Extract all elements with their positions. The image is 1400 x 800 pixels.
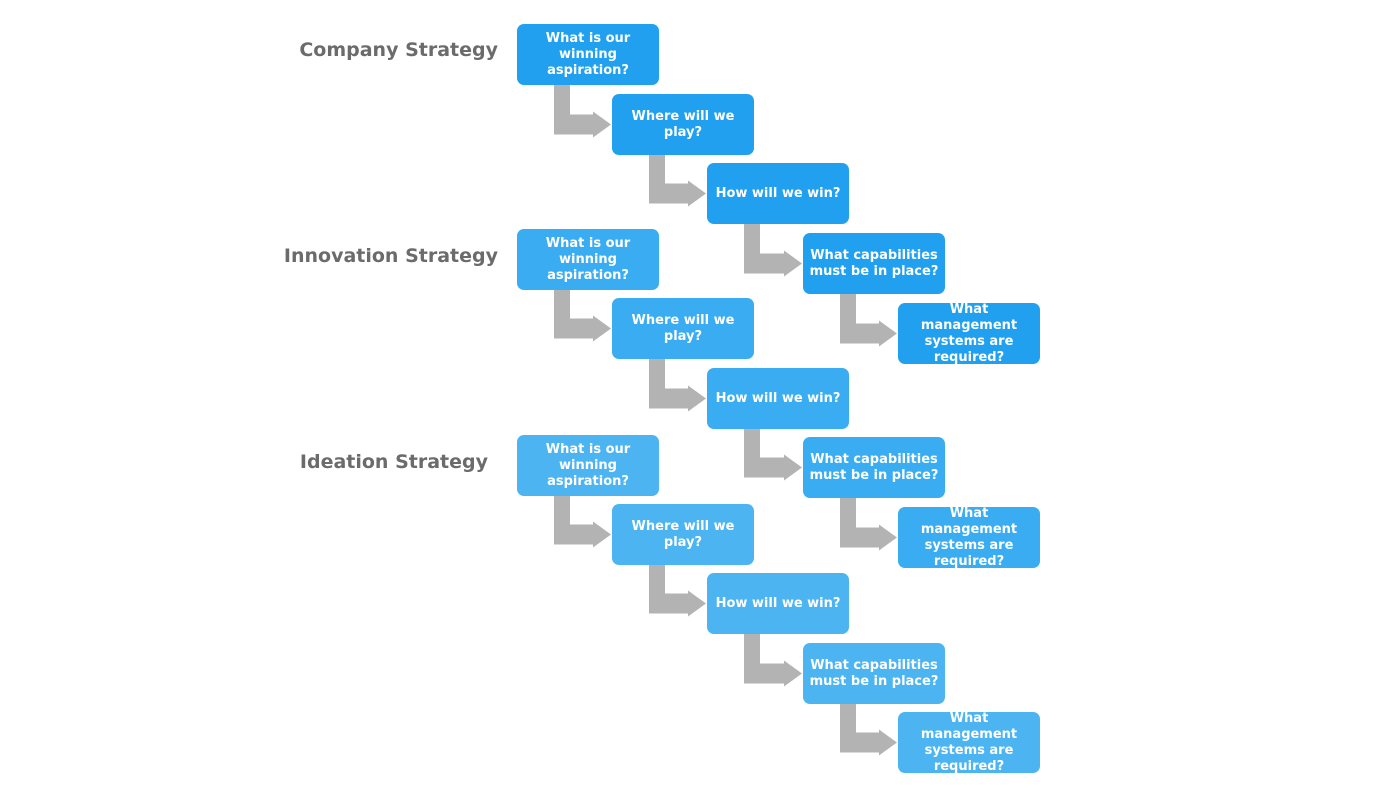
elbow-arrow-connector xyxy=(840,294,897,347)
step-box-capabilities: What capabilities must be in place? xyxy=(803,233,945,294)
step-label: What is our winning aspiration? xyxy=(545,30,631,78)
step-box-management-systems: What management systems are required? xyxy=(898,505,1040,569)
step-box-capabilities: What capabilities must be in place? xyxy=(803,437,945,498)
elbow-arrow-connector xyxy=(554,496,611,548)
elbow-arrow-connector xyxy=(744,429,802,481)
step-box-capabilities: What capabilities must be in place? xyxy=(803,643,945,704)
group-title-innovation: Innovation Strategy xyxy=(283,245,498,267)
elbow-arrow-connector xyxy=(649,155,706,207)
step-label: What capabilities must be in place? xyxy=(809,247,939,279)
step-label: What management systems are required? xyxy=(920,505,1018,569)
step-label: Where will we play? xyxy=(631,108,735,140)
step-label: How will we win? xyxy=(715,595,841,611)
step-box-where-to-play: Where will we play? xyxy=(612,298,754,359)
elbow-arrow-connector xyxy=(744,634,802,687)
elbow-arrow-connector xyxy=(840,498,897,551)
step-label: What capabilities must be in place? xyxy=(809,451,939,483)
elbow-arrow-connector xyxy=(649,565,706,617)
step-label: How will we win? xyxy=(715,390,841,406)
step-label: What management systems are required? xyxy=(920,710,1018,774)
step-label: Where will we play? xyxy=(631,312,735,344)
step-box-how-to-win: How will we win? xyxy=(707,368,849,429)
step-label: How will we win? xyxy=(715,185,841,201)
step-label: What is our winning aspiration? xyxy=(545,235,631,283)
step-label: What is our winning aspiration? xyxy=(545,441,631,489)
step-box-management-systems: What management systems are required? xyxy=(898,301,1040,365)
step-box-winning-aspiration: What is our winning aspiration? xyxy=(517,229,659,290)
elbow-arrow-connector xyxy=(554,290,611,342)
group-title-ideation: Ideation Strategy xyxy=(299,451,488,473)
elbow-arrow-connector xyxy=(554,85,611,138)
elbow-arrow-connector xyxy=(744,224,802,277)
step-box-where-to-play: Where will we play? xyxy=(612,504,754,565)
step-label: Where will we play? xyxy=(631,518,735,550)
step-label: What capabilities must be in place? xyxy=(809,657,939,689)
step-box-how-to-win: How will we win? xyxy=(707,163,849,224)
elbow-arrow-connector xyxy=(840,704,897,756)
step-box-winning-aspiration: What is our winning aspiration? xyxy=(517,24,659,85)
step-box-where-to-play: Where will we play? xyxy=(612,94,754,155)
step-box-management-systems: What management systems are required? xyxy=(898,710,1040,774)
elbow-arrow-connector xyxy=(649,359,706,412)
step-box-how-to-win: How will we win? xyxy=(707,573,849,634)
group-title-company: Company Strategy xyxy=(299,39,498,61)
step-label: What management systems are required? xyxy=(920,301,1018,365)
step-box-winning-aspiration: What is our winning aspiration? xyxy=(517,435,659,496)
